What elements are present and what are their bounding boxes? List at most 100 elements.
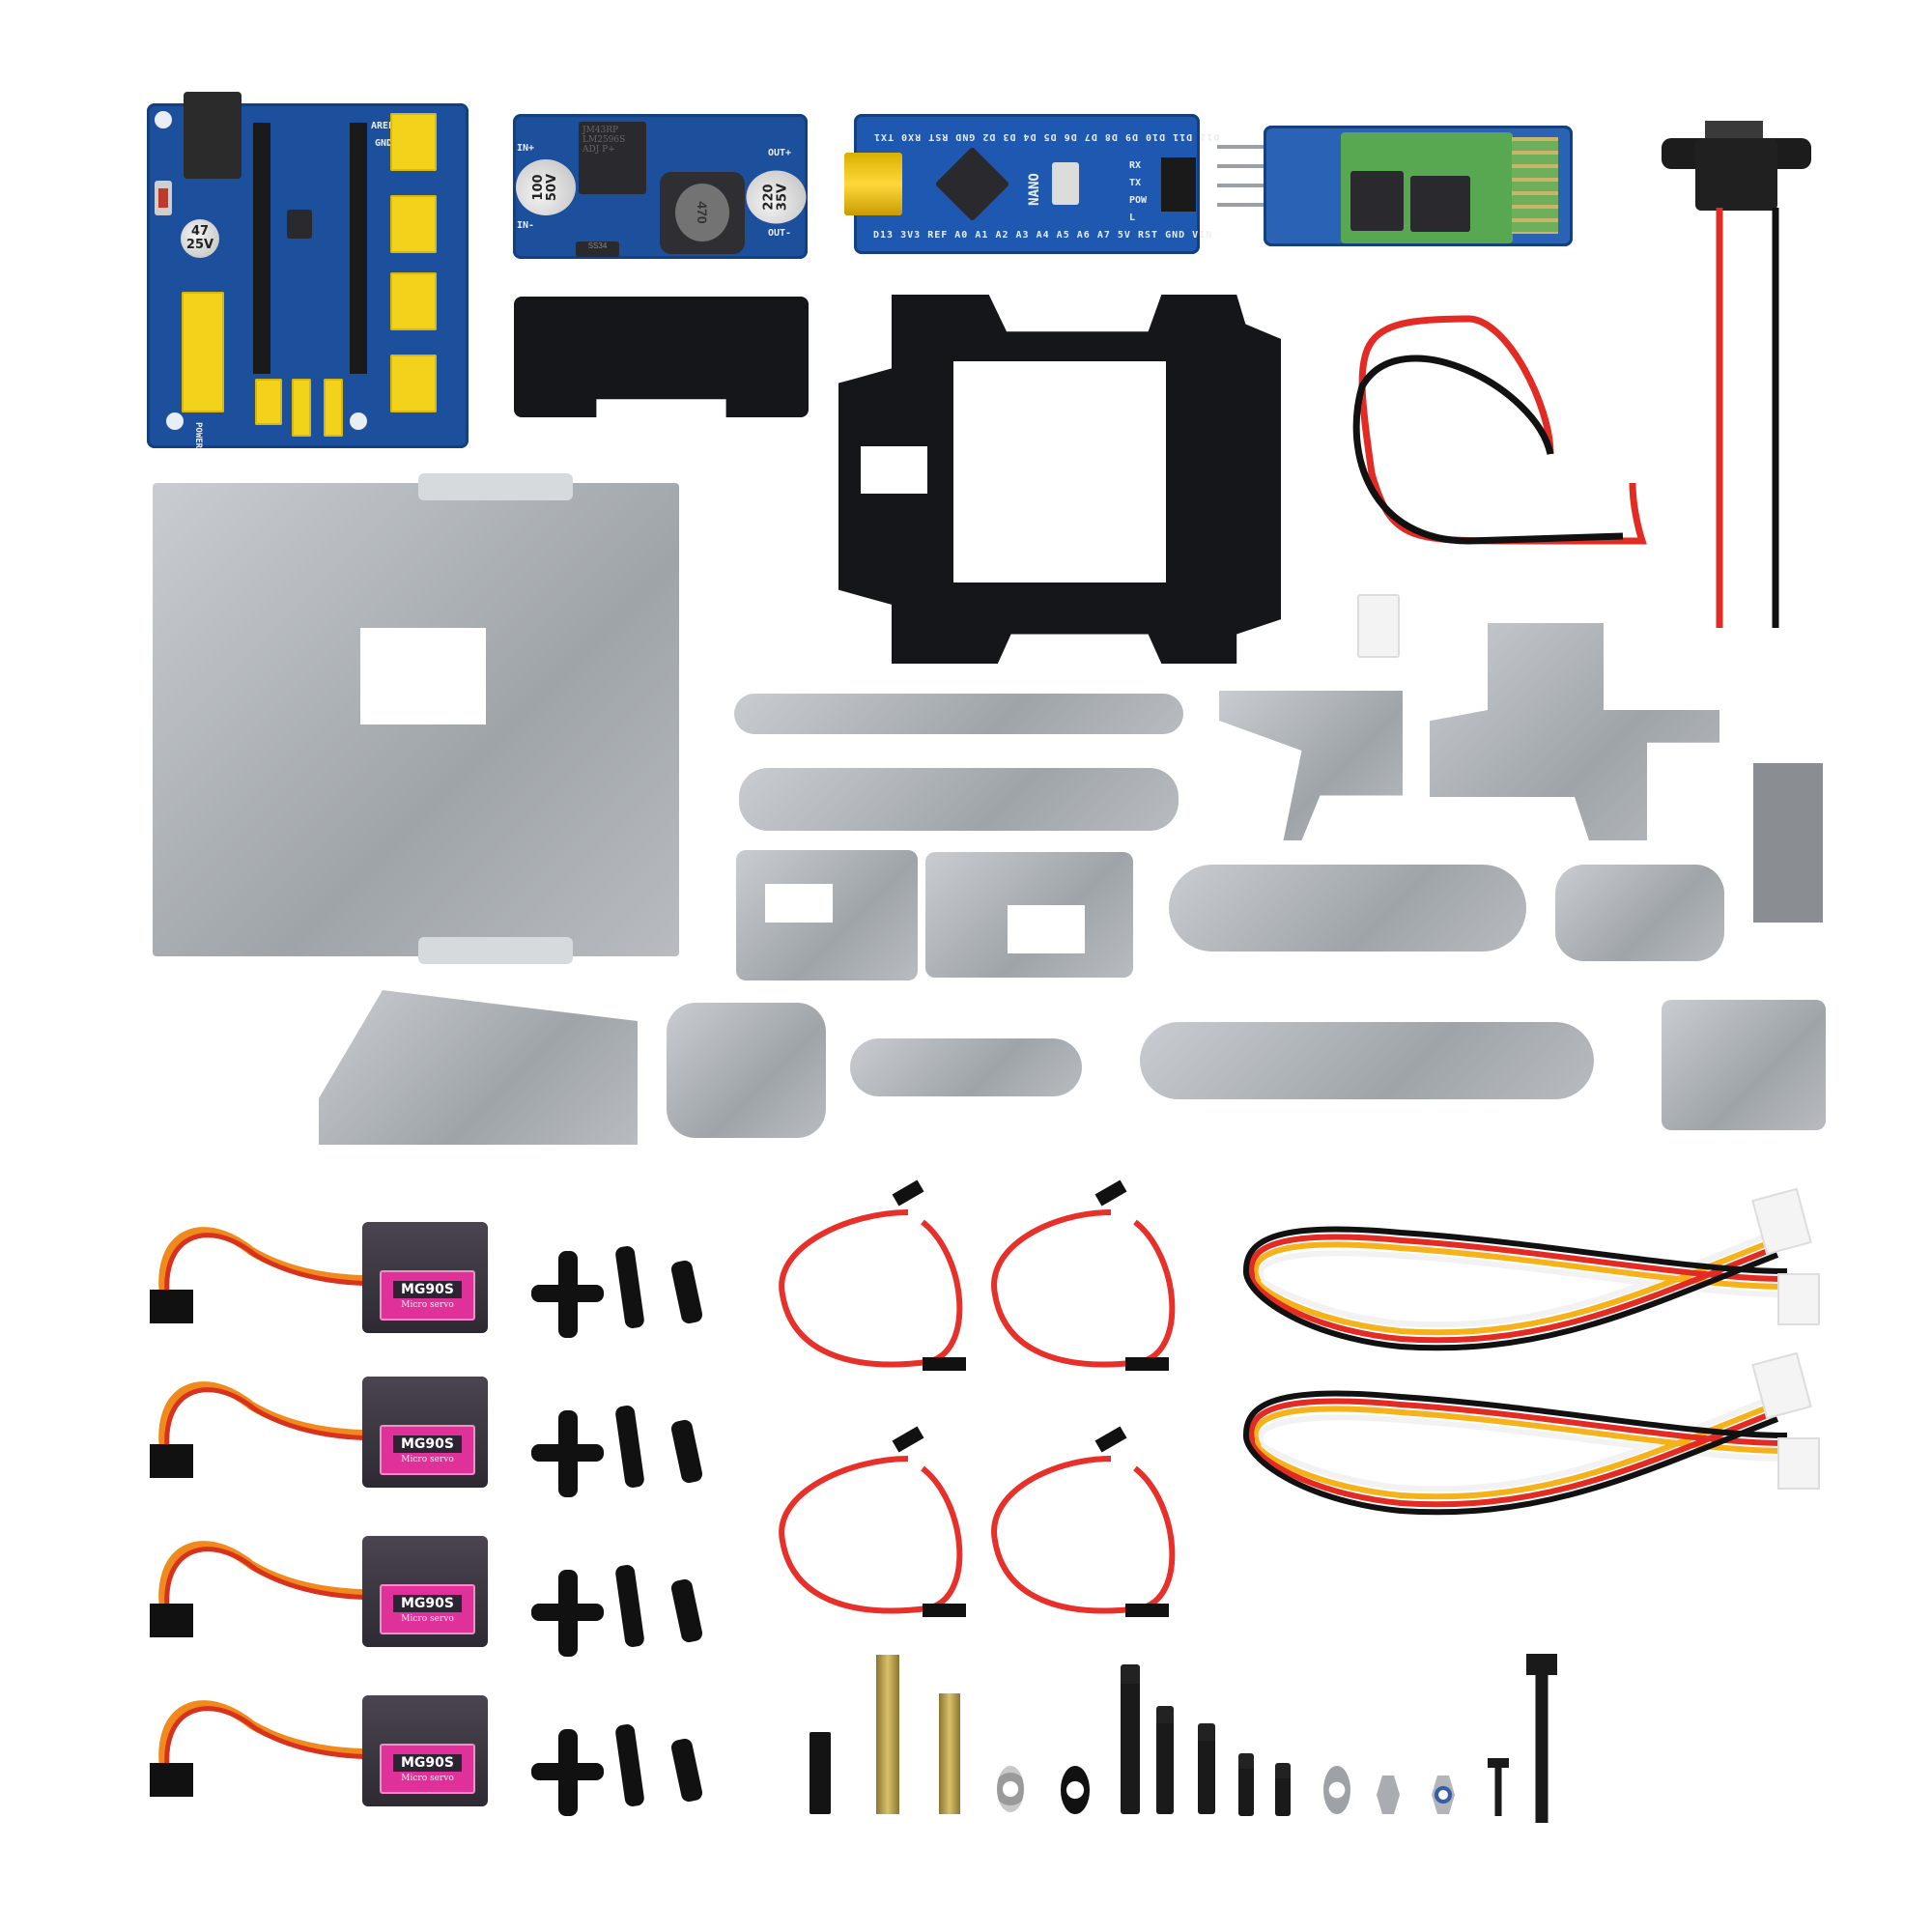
bt-header-pins xyxy=(1217,145,1270,222)
short-hex-screw-1 xyxy=(1238,1753,1254,1816)
acrylic-main-plate xyxy=(838,295,1281,664)
nano-socket-right xyxy=(350,123,367,374)
out-minus-label: OUT- xyxy=(768,228,792,239)
mount-hole xyxy=(350,412,367,430)
bluetooth-module xyxy=(1217,118,1575,248)
link-servo-plate-a xyxy=(736,850,918,980)
icsp-header xyxy=(1161,157,1196,212)
out-plus-label: OUT+ xyxy=(768,148,792,158)
link-servo-plate-b xyxy=(925,852,1133,978)
long-brass-standoff xyxy=(876,1655,899,1814)
link-bearing-rod xyxy=(734,694,1183,734)
gear-tooth-plate xyxy=(319,990,638,1145)
small-cover-plate xyxy=(1753,763,1823,923)
nano-led-labels: RX TX POW L xyxy=(1129,160,1148,223)
inductor-470: 470 xyxy=(660,172,745,254)
medium-hex-screw-1 xyxy=(1156,1706,1174,1814)
servo-cable xyxy=(158,1227,391,1304)
ss34-diode: SS34 xyxy=(576,242,619,257)
mount-hole xyxy=(155,111,172,128)
black-spacer xyxy=(810,1732,831,1814)
servo-connector xyxy=(150,1444,193,1478)
digital-header-4 xyxy=(390,355,437,412)
voltage-regulator xyxy=(287,210,312,239)
long-machine-screw xyxy=(1526,1654,1557,1823)
servo-cable xyxy=(158,1700,391,1777)
horn-adapter-b xyxy=(850,1038,1082,1096)
digital-header-2 xyxy=(390,195,437,253)
link-bearing-joint xyxy=(1555,865,1724,961)
dupont-wire-1 xyxy=(779,1179,966,1371)
servo-horn-set-4 xyxy=(531,1723,724,1821)
servo-connector xyxy=(150,1290,193,1323)
reset-button xyxy=(155,181,172,215)
servo-horn-set-2 xyxy=(531,1405,724,1502)
grove-connector xyxy=(1777,1273,1820,1325)
grove-cable-1 xyxy=(1243,1226,1788,1351)
short-brass-standoff xyxy=(939,1693,960,1814)
dupont-wire-4 xyxy=(991,1426,1176,1617)
mini-usb-port xyxy=(844,153,902,215)
in-minus-label: IN- xyxy=(517,220,535,231)
short-hex-screw-2 xyxy=(1275,1763,1291,1816)
acrylic-small-plate xyxy=(514,297,809,417)
arduino-nano-board: D12 D11 D10 D9 D8 D7 D6 D5 D4 D3 D2 GND … xyxy=(844,114,1219,254)
grove-connector xyxy=(1777,1437,1820,1490)
digital-header-1 xyxy=(390,113,437,171)
jst-connector xyxy=(1357,594,1400,658)
servo-horn-set-1 xyxy=(531,1245,724,1343)
servo-cable xyxy=(158,1381,391,1459)
link-curved-leg-arm xyxy=(1169,865,1526,952)
aref-label: AREF xyxy=(371,121,395,131)
power-switch xyxy=(1662,121,1811,213)
long-hex-screw xyxy=(1121,1664,1140,1814)
digital-header-3 xyxy=(390,272,437,330)
bearing xyxy=(997,1766,1024,1812)
dc-barrel-jack xyxy=(184,92,242,179)
analog-header xyxy=(182,292,224,412)
grove-cable-2 xyxy=(1243,1390,1788,1516)
aluminum-chassis xyxy=(153,473,679,964)
bt-antenna xyxy=(1512,137,1558,234)
main-plate-cutout xyxy=(953,360,1166,582)
bt-core-board xyxy=(1341,132,1513,243)
medium-hex-screw-2 xyxy=(1198,1723,1215,1814)
self-tapping-screw xyxy=(1488,1758,1509,1816)
dupont-wire-3 xyxy=(779,1426,966,1617)
nano-socket-left xyxy=(253,123,270,374)
servo-connector xyxy=(150,1604,193,1637)
long-link-bar xyxy=(1140,1022,1594,1099)
nano-reset-button xyxy=(1052,162,1079,205)
uart-header xyxy=(324,379,343,437)
main-plate-window xyxy=(860,445,927,495)
chassis-window xyxy=(360,628,486,724)
in-plus-label: IN+ xyxy=(517,143,535,154)
power-header xyxy=(255,379,282,425)
servo-connector xyxy=(150,1763,193,1797)
link-slotted-arm xyxy=(739,768,1179,831)
horn-adapter-a xyxy=(667,1003,826,1138)
dupont-wire-2 xyxy=(991,1179,1176,1371)
mount-hole xyxy=(166,412,184,430)
foot-mount xyxy=(1662,1000,1826,1130)
black-washer xyxy=(1061,1766,1090,1814)
i2c-header xyxy=(292,379,311,437)
servo-cable xyxy=(158,1541,391,1618)
nano-bottom-pin-labels: D13 3V3 REF A0 A1 A2 A3 A4 A5 A6 A7 5V R… xyxy=(873,230,1213,241)
flat-washer xyxy=(1323,1766,1350,1814)
